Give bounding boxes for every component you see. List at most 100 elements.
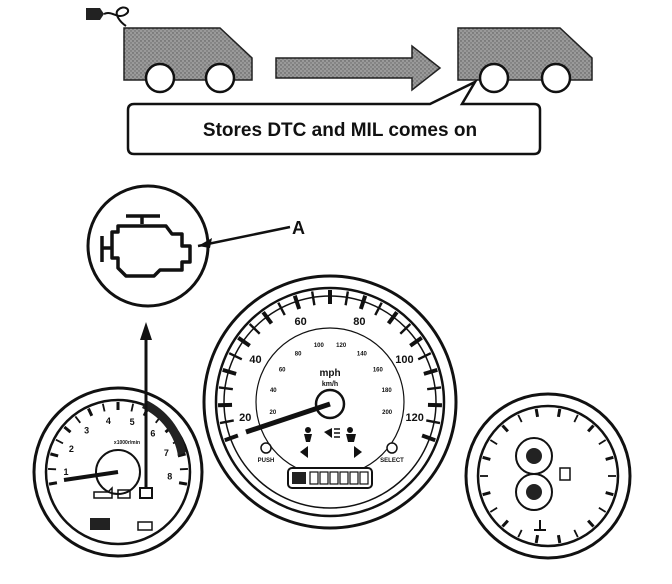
speed-mph-number: 100 [395, 354, 413, 366]
speed-mph-number: 80 [353, 316, 365, 328]
fuel-tick [501, 519, 509, 528]
fuel-pump-icon [559, 467, 571, 481]
progress-arrow [275, 44, 442, 92]
speed-tick [421, 433, 436, 443]
speed-tick [228, 352, 243, 361]
coolant-temp-icon [534, 520, 546, 531]
speed-tick [277, 302, 286, 316]
speed-kmh-number: 80 [295, 352, 302, 358]
turn-signal-right-icon [354, 446, 362, 458]
speed-tick [224, 433, 239, 443]
turn-signal-left-icon [300, 446, 308, 458]
headlight-icon [324, 428, 340, 438]
vehicle-before [123, 27, 253, 94]
fuel-tick [482, 455, 491, 461]
push-button[interactable]: PUSH [258, 442, 275, 464]
select-button-label: SELECT [380, 458, 404, 464]
fuel-tick [489, 507, 498, 513]
temp-tick [573, 529, 579, 538]
speed-kmh-number: 160 [373, 367, 384, 373]
vehicle-after [457, 27, 593, 94]
airbag-icon [346, 427, 356, 442]
speed-mph-number: 20 [239, 412, 251, 424]
tach-tick [87, 407, 94, 417]
obd-connector-icon [86, 6, 130, 27]
tach-tick [48, 481, 58, 486]
temp-tick [605, 455, 614, 461]
fuel-tick [489, 439, 498, 445]
speed-tick [218, 386, 233, 391]
fuel-tick [517, 414, 523, 423]
speed-kmh-number: 40 [270, 388, 277, 394]
fuel-tick [534, 408, 540, 418]
tach-unit: x1000r/min [114, 440, 140, 446]
fuel-tick [482, 491, 491, 497]
check-engine-icon [100, 214, 192, 278]
push-button-label: PUSH [258, 458, 275, 464]
speed-tick [399, 323, 412, 335]
fuel-tick [534, 534, 540, 544]
speed-kmh-number: 200 [382, 410, 393, 416]
tach-tick [130, 403, 135, 412]
mil-magnifier [86, 184, 210, 308]
tach-tick [74, 415, 81, 424]
speed-kmh-number: 20 [270, 410, 277, 416]
tach-number: 3 [84, 426, 89, 436]
dtc-callout: Stores DTC and MIL comes on [126, 79, 542, 156]
mil-pointer-arrow [139, 322, 153, 499]
speed-tick [358, 295, 368, 310]
speed-tick [222, 367, 237, 376]
tach-number: 5 [130, 417, 135, 427]
speed-unit-kmh: km/h [322, 381, 338, 388]
speed-tick [409, 336, 423, 348]
speed-tick [344, 291, 350, 306]
fuel-temp-gauge [464, 392, 632, 560]
speed-tick [292, 295, 302, 310]
temp-tick [556, 408, 562, 418]
speed-kmh-number: 140 [357, 352, 368, 358]
fuel-tick [517, 529, 523, 538]
temp-tick [598, 507, 607, 513]
oil-can-icon [93, 486, 113, 499]
speed-kmh-number: 100 [314, 343, 325, 349]
label-a-leader [197, 225, 291, 248]
speed-mph-number: 120 [406, 412, 424, 424]
temp-tick [598, 439, 607, 445]
speed-tick [423, 367, 438, 376]
tach-number: 8 [167, 472, 172, 482]
speed-tick [248, 323, 261, 335]
speed-tick [417, 352, 432, 361]
speed-mph-number: 40 [249, 354, 261, 366]
tach-tick [49, 452, 59, 458]
washer-fluid-icon [137, 521, 153, 531]
label-a: A [292, 218, 305, 238]
speed-unit-mph: mph [319, 368, 340, 379]
speed-tick [219, 419, 234, 425]
speed-tick [310, 291, 316, 306]
speed-tick [426, 419, 441, 425]
seatbelt-icon [304, 427, 312, 442]
tach-number: 1 [63, 467, 68, 477]
tach-tick [177, 452, 187, 458]
speed-kmh-number: 180 [382, 388, 393, 394]
fuel-tick [501, 424, 509, 433]
temp-tick [587, 424, 595, 433]
battery-icon [117, 489, 131, 499]
speed-kmh-number: 120 [336, 343, 347, 349]
speed-kmh-number: 60 [279, 367, 286, 373]
speed-tick [237, 336, 251, 348]
speed-tick [374, 302, 383, 316]
speed-tick [427, 386, 442, 391]
temp-tick [587, 519, 595, 528]
callout-text: Stores DTC and MIL comes on [203, 120, 477, 141]
tach-number: 2 [69, 444, 74, 454]
select-button[interactable]: SELECT [380, 442, 404, 464]
tach-tick [101, 403, 106, 412]
door-open-icon [90, 518, 110, 530]
speed-tick [261, 310, 274, 325]
odometer-display [287, 467, 373, 489]
temp-tick [556, 534, 562, 544]
